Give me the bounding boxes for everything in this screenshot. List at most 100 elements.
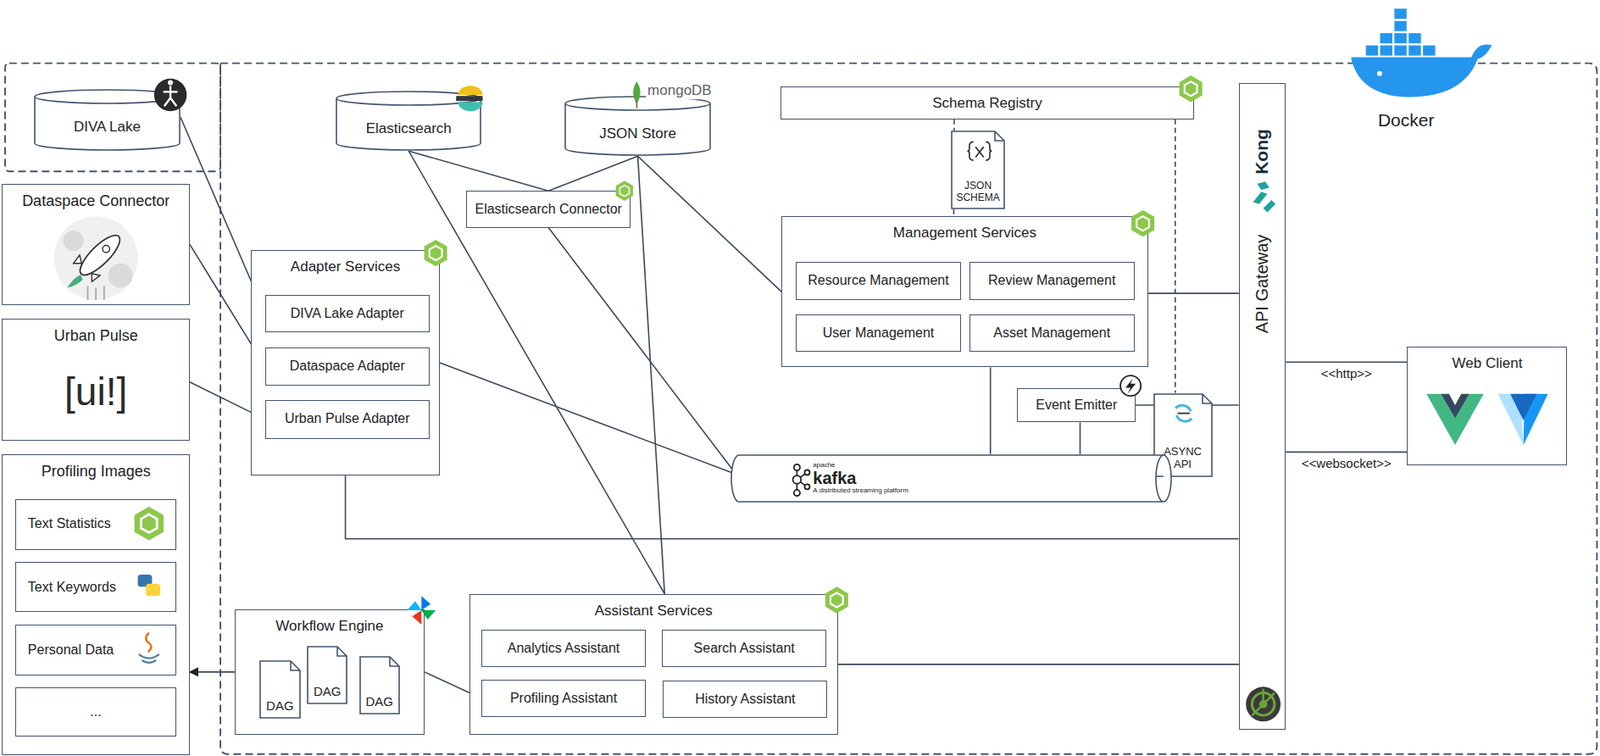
vue-logo xyxy=(1426,394,1484,445)
text-group: JSON Store xyxy=(564,96,712,156)
service-group: Management ServicesResource ManagementRe… xyxy=(781,216,1148,367)
shape-outline xyxy=(565,96,711,156)
openapi-logo xyxy=(1245,686,1281,722)
node-label: [ui!] xyxy=(64,369,128,415)
schema-link xyxy=(953,209,956,217)
platform-label: Docker xyxy=(1376,110,1437,131)
openapi-logo xyxy=(1259,700,1268,709)
node-badge xyxy=(1179,75,1203,102)
mongodb-leaf xyxy=(633,81,640,104)
dag-document: DAG xyxy=(259,660,301,719)
connector xyxy=(638,155,783,292)
storage-cylinder: DIVA Lake xyxy=(33,89,181,151)
text-group: ... xyxy=(16,688,176,736)
event-icon xyxy=(1125,378,1136,395)
connector xyxy=(989,366,992,454)
docker-logo xyxy=(1394,44,1408,56)
diva-logo xyxy=(154,78,188,112)
kong-logo xyxy=(1253,191,1268,204)
dag-document: DAG xyxy=(359,655,400,715)
diva-logo xyxy=(163,85,178,106)
node-label: Schema Registry xyxy=(932,94,1042,112)
node-label: ASYNC API xyxy=(1156,445,1210,472)
elasticsearch-logo xyxy=(458,101,484,112)
text-group: ASYNC API xyxy=(1153,393,1213,478)
python-logo xyxy=(138,574,161,596)
vuetify-logo xyxy=(1510,394,1537,421)
rocket-illustration xyxy=(63,230,84,251)
asyncapi-logo xyxy=(1175,405,1191,412)
workflow-box: Workflow EngineDAGDAGDAG xyxy=(234,609,425,735)
node-label: History Assistant xyxy=(694,691,795,707)
docker-logo xyxy=(1394,33,1408,45)
node-label: Dataspace Connector xyxy=(22,192,170,211)
event-icon xyxy=(1120,375,1141,396)
text-group: KongAPI Gateway xyxy=(1239,83,1285,729)
adapter-box: Urban Pulse Adapter xyxy=(265,400,430,439)
mongodb-leaf xyxy=(635,100,638,109)
asyncapi-logo xyxy=(1176,415,1192,422)
kong-logo xyxy=(1253,181,1276,212)
text-group: History Assistant xyxy=(663,681,827,718)
client-box: Web Client xyxy=(1406,346,1567,466)
text-group: DIVA Lake xyxy=(33,89,181,151)
emitter-box: Event Emitter xyxy=(1016,388,1136,423)
docker-logo xyxy=(1365,44,1379,56)
airflow-logo xyxy=(411,610,422,625)
text-group: Elasticsearch xyxy=(335,91,482,151)
image-box: ... xyxy=(15,687,177,737)
openapi-logo xyxy=(1251,688,1274,716)
kafka-bus: apachekafkaA distributed streaming platf… xyxy=(731,454,1172,503)
text-group: Personal Data xyxy=(16,625,176,675)
docker-logo xyxy=(1394,20,1408,32)
shape-outline xyxy=(307,646,347,704)
connector xyxy=(838,663,1239,666)
asyncapi-logo xyxy=(1175,405,1192,422)
node-label: ... xyxy=(89,704,101,720)
docker-frame xyxy=(220,63,1597,755)
text-group: Text Keywords xyxy=(16,562,176,612)
schema-link xyxy=(1174,119,1177,394)
connector xyxy=(548,227,736,475)
node-label: Dataspace Adapter xyxy=(289,358,406,374)
node-label: Management Services xyxy=(893,224,1037,242)
node-label: Urban Pulse Adapter xyxy=(284,411,411,427)
assistant-box: Profiling Assistant xyxy=(481,679,646,718)
text-group: Review Management xyxy=(970,262,1134,300)
text-group: Analytics Assistant xyxy=(482,630,645,667)
shape-outline xyxy=(34,89,180,150)
node-label: Kong xyxy=(1251,128,1273,175)
image-box: Text Statistics xyxy=(15,499,177,550)
image-group: Profiling ImagesText StatisticsText Keyw… xyxy=(1,454,190,756)
service-group: Assistant ServicesAnalytics AssistantSea… xyxy=(469,594,839,735)
elasticsearch-logo xyxy=(458,85,484,95)
schema-document: JSON SCHEMA xyxy=(950,130,1006,210)
external-system: Urban Pulse [ui!] xyxy=(1,318,190,441)
node-label: Profiling Images xyxy=(41,462,151,481)
text-group: Text Statistics xyxy=(16,500,176,550)
java-logo xyxy=(145,633,151,653)
node-label: User Management xyxy=(822,325,935,341)
shape-outline xyxy=(731,454,1172,503)
node-label: Urban Pulse xyxy=(54,327,139,345)
node-label: apache xyxy=(812,461,835,469)
node-label: A distributed streaming platform xyxy=(812,487,909,495)
connector xyxy=(189,671,235,673)
docker-logo xyxy=(1350,44,1492,97)
connector xyxy=(1079,422,1082,454)
docker-logo xyxy=(1408,44,1423,56)
rocket-illustration xyxy=(73,255,100,282)
service-box: Resource Management xyxy=(795,261,962,300)
node-badge xyxy=(134,75,1203,614)
python-logo xyxy=(145,583,161,596)
elasticsearch-logo xyxy=(455,95,483,101)
kafka-logo xyxy=(793,464,811,496)
asyncapi-document: ASYNC API xyxy=(1153,393,1213,478)
node-badge xyxy=(424,239,448,267)
python-logo xyxy=(138,574,153,587)
node-label: kafka xyxy=(812,469,856,488)
node-label: Asset Management xyxy=(993,325,1111,341)
rocket-illustration xyxy=(108,263,134,289)
storage-cylinder: JSON Store xyxy=(564,96,712,156)
text-group: Dataspace Adapter xyxy=(266,348,429,385)
